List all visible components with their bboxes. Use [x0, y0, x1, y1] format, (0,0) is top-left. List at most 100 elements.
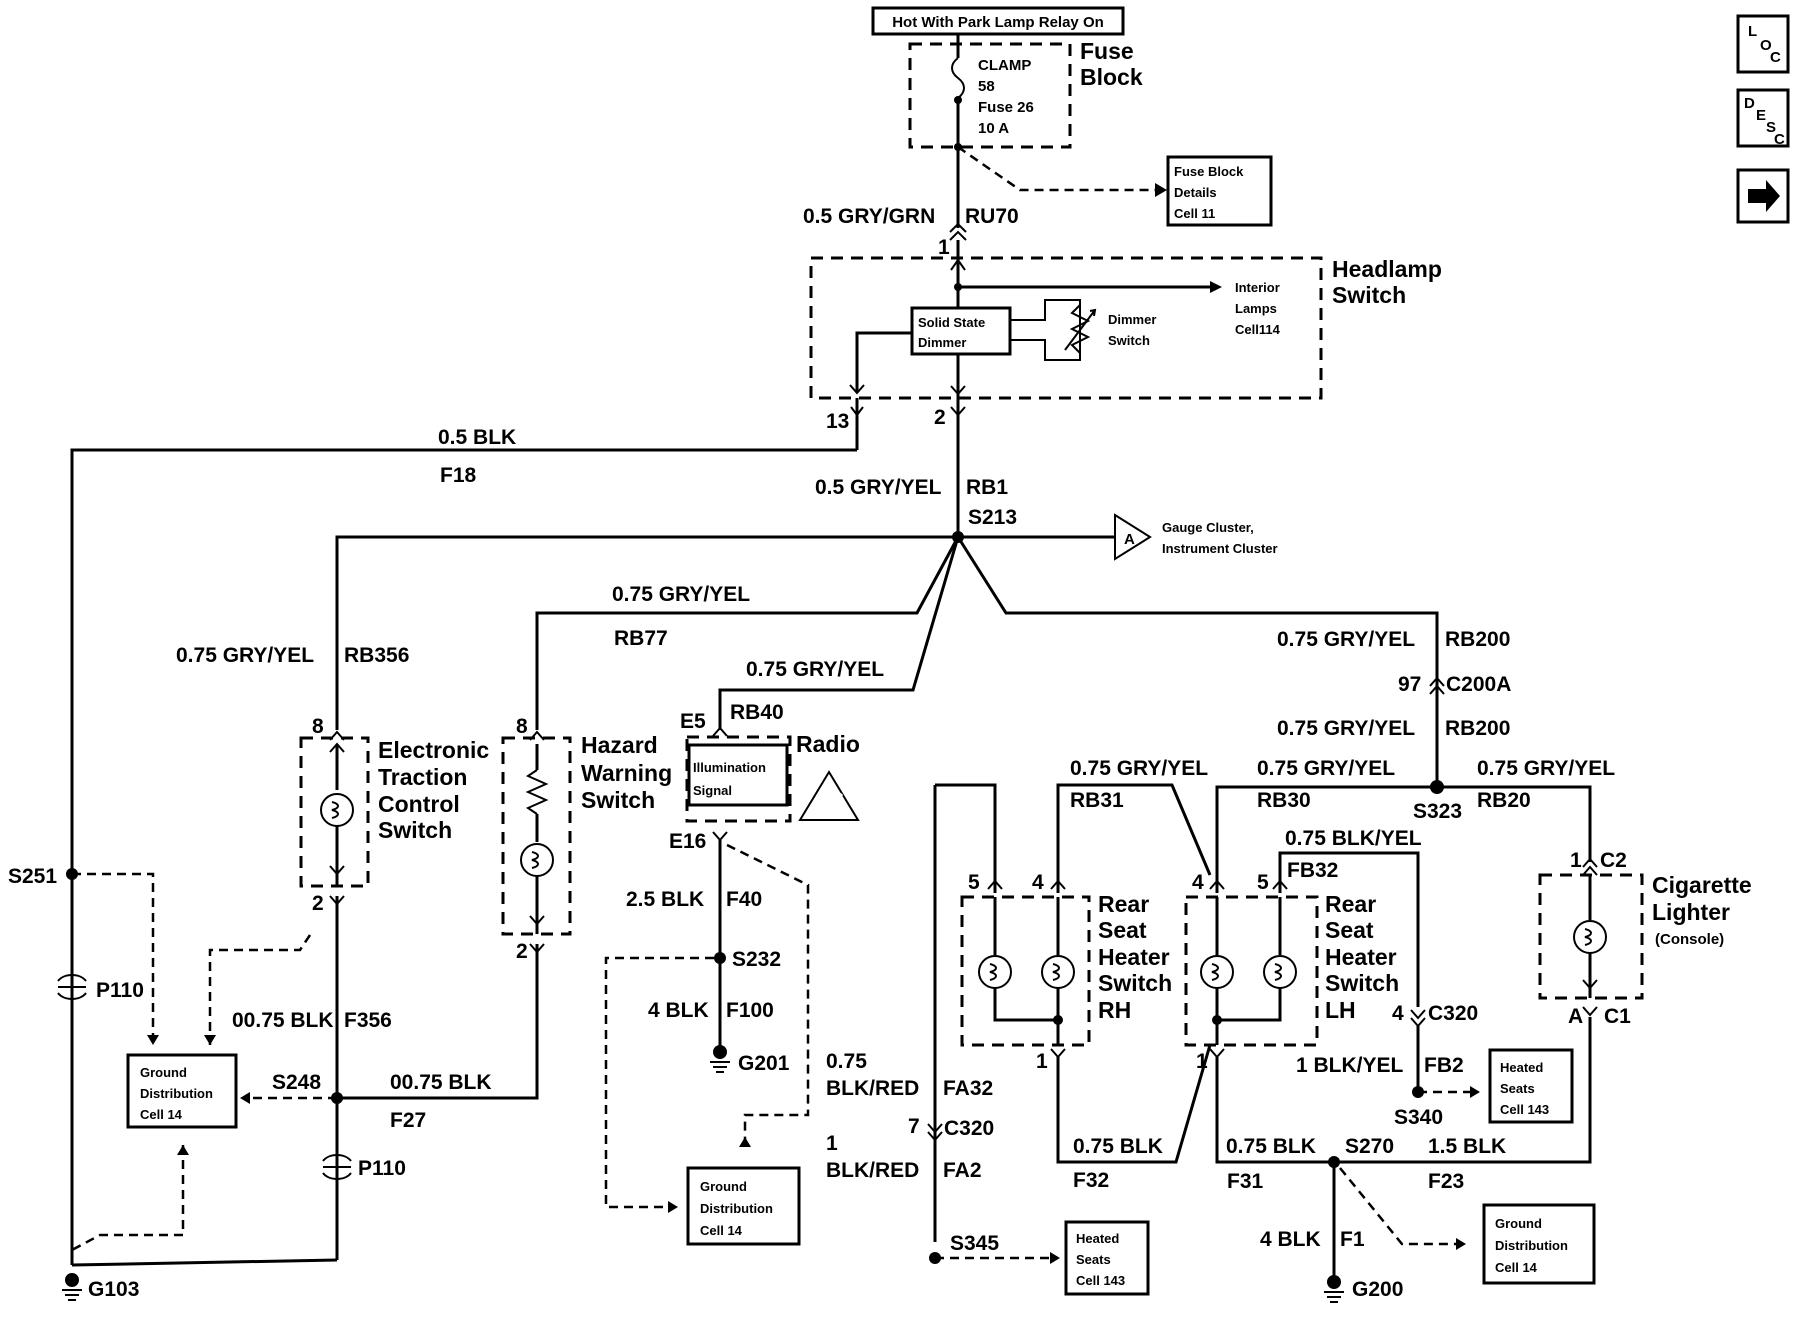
svg-text:E5: E5 — [680, 710, 706, 733]
svg-text:4: 4 — [1392, 1002, 1404, 1025]
esd-warning-icon — [798, 770, 860, 821]
wire-fb32-color: 0.75 BLK/YEL — [1285, 827, 1422, 850]
wire-rb40-color: 0.75 GRY/YEL — [746, 658, 884, 681]
wire-f31-color: 0.75 BLK — [1226, 1135, 1316, 1158]
connector-p110-bottom: P110 — [358, 1157, 406, 1180]
wire-rb40-id: RB40 — [730, 701, 784, 724]
ground-distribution-ref-3[interactable]: Ground Distribution Cell 14 — [1482, 1203, 1596, 1285]
desc-button[interactable]: D E S C — [1736, 88, 1790, 148]
wire-f18-id: F18 — [440, 464, 477, 487]
svg-text:A: A — [1124, 531, 1135, 548]
ground-g201: G201 — [710, 1045, 790, 1075]
svg-text:13: 13 — [826, 410, 849, 433]
fuse-line2: 58 — [978, 78, 995, 95]
svg-text:Cell 11: Cell 11 — [1174, 206, 1215, 221]
power-source-box: Hot With Park Lamp Relay On — [871, 6, 1125, 36]
svg-text:Instrument Cluster: Instrument Cluster — [1162, 541, 1278, 556]
svg-text:Lighter: Lighter — [1652, 899, 1730, 925]
svg-text:Heater: Heater — [1098, 944, 1170, 970]
svg-text:Heater: Heater — [1325, 944, 1397, 970]
svg-text:2: 2 — [516, 940, 528, 963]
wire-f356-id: F356 — [344, 1009, 392, 1032]
wire-rb31-color: 0.75 GRY/YEL — [1070, 757, 1208, 780]
connector-c320-fa: C320 — [944, 1117, 994, 1140]
wire-fa32-line1: 0.75 — [826, 1050, 867, 1073]
wire-f18-color: 0.5 BLK — [438, 426, 516, 449]
svg-text:E16: E16 — [669, 830, 706, 853]
wire-rb77-color: 0.75 GRY/YEL — [612, 583, 750, 606]
ground-distribution-ref-1[interactable]: Ground Distribution Cell 14 — [126, 1053, 238, 1129]
wire-ru70-color: 0.5 GRY/GRN — [803, 205, 935, 228]
svg-text:E: E — [1756, 107, 1766, 124]
wire-f100-id: F100 — [726, 999, 774, 1022]
svg-text:1: 1 — [1196, 1050, 1208, 1073]
wire-rb356-color: 0.75 GRY/YEL — [176, 644, 314, 667]
svg-text:Switch: Switch — [378, 817, 452, 843]
svg-text:8: 8 — [516, 715, 528, 738]
wire-rb20-id: RB20 — [1477, 789, 1531, 812]
rear-seat-heater-rh-title: Rear — [1098, 891, 1149, 917]
svg-text:Solid State: Solid State — [918, 315, 985, 330]
radio-outline — [685, 735, 792, 823]
connector-c1: C1 — [1604, 1005, 1631, 1028]
svg-text:Heated: Heated — [1076, 1231, 1119, 1246]
wire-fa32-color: BLK/RED — [826, 1077, 919, 1100]
next-arrow-button[interactable] — [1736, 168, 1790, 224]
svg-text:Lamps: Lamps — [1235, 301, 1277, 316]
hazard-switch-outline — [501, 736, 572, 936]
fuse-block-details-ref[interactable]: Fuse Block Details Cell 11 — [1166, 155, 1273, 227]
fuse-line4: 10 A — [978, 120, 1009, 137]
svg-text:D: D — [1744, 95, 1755, 112]
svg-text:S345: S345 — [950, 1232, 999, 1255]
ground-g200: G200 — [1324, 1275, 1403, 1303]
svg-text:G201: G201 — [738, 1052, 790, 1075]
svg-text:Dimmer: Dimmer — [1108, 312, 1156, 327]
wire-f1-id: F1 — [1340, 1228, 1365, 1251]
svg-text:S232: S232 — [732, 948, 781, 971]
rear-seat-heater-lh-outline — [1184, 895, 1319, 1047]
gauge-cluster-ref[interactable]: A — [1114, 513, 1152, 561]
splice-s323 — [1430, 780, 1444, 794]
ground-distribution-ref-2[interactable]: Ground Distribution Cell 14 — [686, 1166, 801, 1246]
connector-c320-fb: C320 — [1428, 1002, 1478, 1025]
headlamp-switch-outline — [809, 256, 1323, 400]
wire-f27-id: F27 — [390, 1109, 426, 1132]
loc-button[interactable]: L O C — [1736, 14, 1790, 74]
svg-text:S323: S323 — [1413, 800, 1462, 823]
wire-f100-color: 4 BLK — [648, 999, 709, 1022]
solid-state-dimmer — [910, 306, 1012, 356]
wire-ru70-id: RU70 — [965, 205, 1019, 228]
heated-seats-ref-2[interactable]: Heated Seats Cell 143 — [1064, 1220, 1150, 1296]
cigarette-lighter-title: Cigarette — [1652, 872, 1752, 898]
svg-text:Cell 14: Cell 14 — [1495, 1260, 1538, 1275]
svg-text:Distribution: Distribution — [1495, 1238, 1568, 1253]
wire-fb2-color: 1 BLK/YEL — [1296, 1054, 1404, 1077]
wire-rb31-id: RB31 — [1070, 789, 1124, 812]
ground-g103: G103 — [62, 1273, 139, 1301]
svg-text:Traction: Traction — [378, 764, 467, 790]
wire-fa32-id: FA32 — [943, 1077, 993, 1100]
wire-rb200-id: RB200 — [1445, 628, 1510, 651]
svg-text:C: C — [1770, 49, 1781, 66]
wire-fa2-line1: 1 — [826, 1132, 838, 1155]
dimmer-rheostat-icon — [1069, 304, 1091, 354]
arrow-right-icon — [1748, 180, 1780, 212]
wire-f356-color: 00.75 BLK — [232, 1009, 334, 1032]
heated-seats-ref-1[interactable]: Heated Seats Cell 143 — [1488, 1048, 1574, 1124]
lamp-bulb-icon — [1200, 955, 1234, 989]
wire-f27-color: 00.75 BLK — [390, 1071, 492, 1094]
hazard-switch-title: Hazard — [581, 732, 658, 758]
svg-text:O: O — [1760, 37, 1772, 54]
connector-c2: C2 — [1600, 849, 1627, 872]
svg-text:Cell114: Cell114 — [1235, 322, 1281, 337]
svg-text:1: 1 — [938, 236, 950, 259]
wire-rb30-id: RB30 — [1257, 789, 1311, 812]
svg-text:RH: RH — [1098, 997, 1131, 1023]
svg-text:Illumination: Illumination — [693, 760, 766, 775]
svg-text:7: 7 — [908, 1115, 920, 1138]
wire-rb200-color: 0.75 GRY/YEL — [1277, 628, 1415, 651]
svg-text:Ground: Ground — [700, 1179, 747, 1194]
lamp-bulb-icon — [320, 793, 354, 827]
svg-text:Cell 143: Cell 143 — [1076, 1273, 1125, 1288]
